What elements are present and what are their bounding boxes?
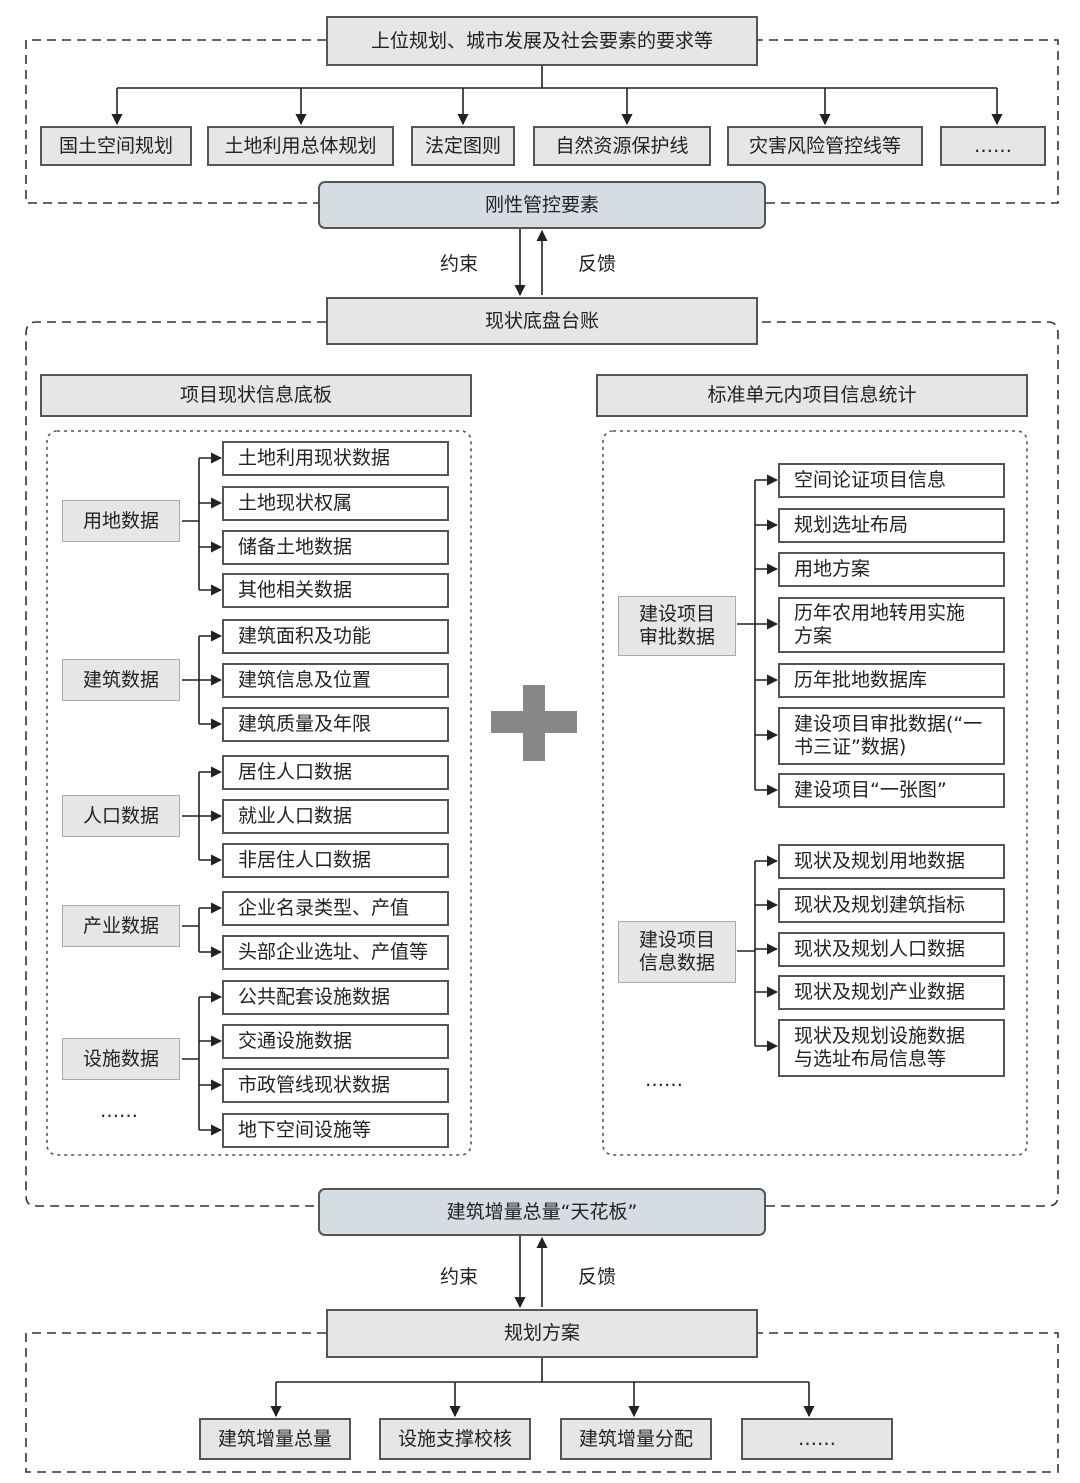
bottom-item-ellipsis: ……: [741, 1418, 893, 1460]
industry-item-directory: 企业名录类型、产值: [222, 891, 449, 926]
facility-item-municipal: 市政管线现状数据: [222, 1068, 449, 1103]
right-panel-border: [602, 430, 1028, 1156]
approval-item-land-scheme: 用地方案: [778, 552, 1005, 587]
status-ledger-header: 现状底盘台账: [326, 297, 758, 345]
population-group-bracket: [182, 772, 200, 860]
project-info-item-building: 现状及规划建筑指标: [778, 888, 1005, 923]
bottom-fanout-line: [276, 1358, 809, 1383]
top-item-statutory-plan: 法定图则: [411, 126, 515, 166]
top-fanout-line: [117, 66, 997, 89]
bottom-item-total-increment: 建筑增量总量: [199, 1418, 351, 1460]
constraint-label-1: 约束: [440, 253, 479, 275]
facility-item-transport: 交通设施数据: [222, 1024, 449, 1059]
approval-item-certificates: 建设项目审批数据(“一 书三证”数据): [778, 707, 1005, 765]
approval-item-farmland-conversion: 历年农用地转用实施 方案: [778, 597, 1005, 653]
planning-scheme-header: 规划方案: [326, 1309, 758, 1358]
industry-group-bracket: [182, 908, 200, 952]
rigid-control-box: 刚性管控要素: [318, 181, 766, 229]
top-item-risk-line: 灾害风险管控线等: [727, 126, 923, 166]
bottom-item-facility-check: 设施支撑校核: [379, 1418, 531, 1460]
top-item-resource-line: 自然资源保护线: [533, 126, 711, 166]
land-item-reserve: 储备土地数据: [222, 530, 449, 565]
project-info-item-facility: 现状及规划设施数据 与选址布局信息等: [778, 1019, 1005, 1077]
building-item-area: 建筑面积及功能: [222, 619, 449, 654]
top-header: 上位规划、城市发展及社会要素的要求等: [326, 16, 758, 66]
project-info-group-bracket: [737, 861, 756, 1046]
approval-item-land-database: 历年批地数据库: [778, 663, 1005, 698]
plus-icon: [491, 685, 577, 761]
top-item-territorial-plan: 国土空间规划: [40, 126, 192, 166]
project-info-item-industry: 现状及规划产业数据: [778, 975, 1005, 1010]
land-item-current-use: 土地利用现状数据: [222, 441, 449, 476]
left-panel-ellipsis: ……: [100, 1100, 138, 1122]
bottom-item-increment-allocation: 建筑增量分配: [560, 1418, 712, 1460]
category-land-data: 用地数据: [62, 500, 180, 542]
constraint-label-2: 约束: [440, 1266, 479, 1288]
category-population-data: 人口数据: [62, 795, 180, 837]
left-panel-title: 项目现状信息底板: [40, 374, 472, 417]
approval-group-bracket: [737, 480, 756, 790]
top-section-border: [25, 39, 1059, 204]
category-building-data: 建筑数据: [62, 659, 180, 701]
building-item-location: 建筑信息及位置: [222, 663, 449, 698]
top-item-ellipsis: ……: [940, 126, 1046, 166]
category-approval-data: 建设项目 审批数据: [618, 596, 736, 656]
left-panel-border: [46, 430, 472, 1156]
middle-section-border: [25, 321, 1059, 1207]
land-item-other: 其他相关数据: [222, 573, 449, 608]
category-facility-data: 设施数据: [62, 1038, 180, 1080]
ceiling-box: 建筑增量总量“天花板”: [318, 1188, 766, 1236]
top-item-land-use-plan: 土地利用总体规划: [207, 126, 394, 166]
category-project-info-data: 建设项目 信息数据: [618, 921, 736, 983]
right-panel-title: 标准单元内项目信息统计: [596, 374, 1028, 417]
approval-item-one-map: 建设项目“一张图”: [778, 773, 1005, 808]
approval-item-spatial: 空间论证项目信息: [778, 463, 1005, 498]
population-item-resident: 居住人口数据: [222, 755, 449, 790]
right-panel-ellipsis: ……: [645, 1069, 683, 1091]
industry-item-leading: 头部企业选址、产值等: [222, 935, 449, 970]
population-item-employed: 就业人口数据: [222, 799, 449, 834]
category-industry-data: 产业数据: [62, 905, 180, 947]
building-item-quality: 建筑质量及年限: [222, 707, 449, 742]
facility-item-underground: 地下空间设施等: [222, 1113, 449, 1148]
approval-item-site-selection: 规划选址布局: [778, 508, 1005, 543]
feedback-label-1: 反馈: [578, 253, 617, 275]
land-group-bracket: [182, 458, 200, 590]
project-info-item-population: 现状及规划人口数据: [778, 932, 1005, 967]
project-info-item-land: 现状及规划用地数据: [778, 844, 1005, 879]
facility-item-public: 公共配套设施数据: [222, 980, 449, 1015]
facility-group-bracket: [182, 997, 200, 1130]
building-group-bracket: [182, 636, 200, 724]
feedback-label-2: 反馈: [578, 1266, 617, 1288]
land-item-ownership: 土地现状权属: [222, 486, 449, 521]
population-item-non-resident: 非居住人口数据: [222, 843, 449, 878]
